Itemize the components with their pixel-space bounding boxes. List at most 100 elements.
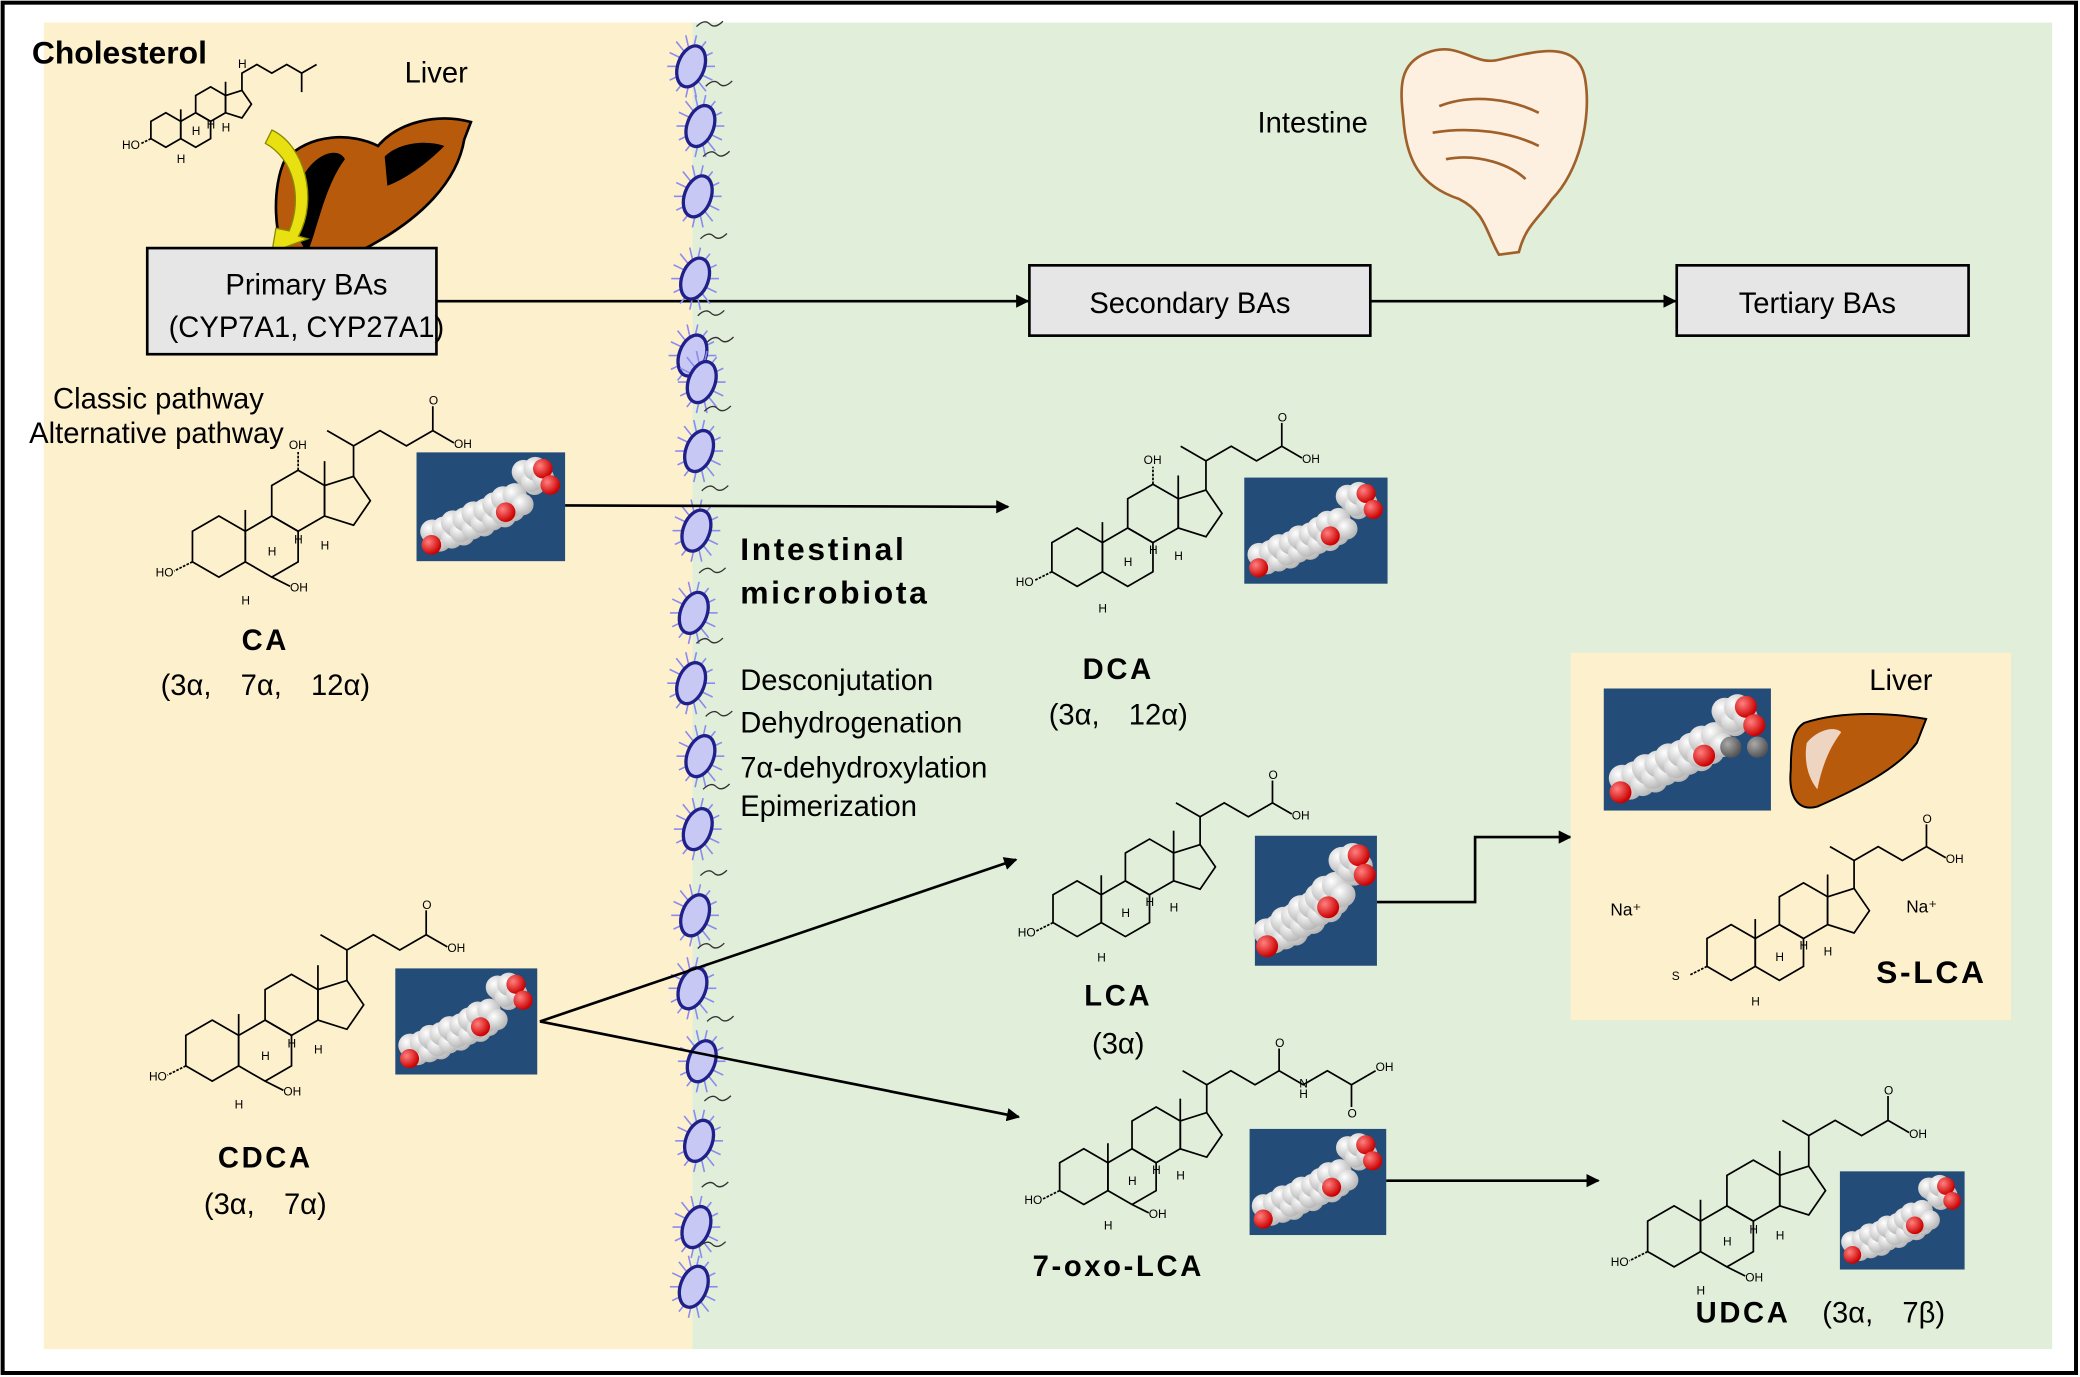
bacterium-body <box>682 428 716 474</box>
acid-bond <box>1887 1119 1910 1134</box>
hydrogen-label: H <box>1128 1174 1137 1188</box>
methyl-bond <box>1180 445 1207 462</box>
side-chain <box>1205 1069 1280 1113</box>
hydrogen-label: H <box>1174 549 1183 563</box>
oxygen-atom <box>1609 781 1632 804</box>
flagellum <box>678 111 690 119</box>
acid-oh: OH <box>1909 1127 1927 1141</box>
flagellum <box>712 389 724 397</box>
flagellum <box>684 100 694 111</box>
flagellum <box>697 698 707 709</box>
methyl-bond <box>1182 1070 1208 1086</box>
carbon-atom <box>1336 518 1358 540</box>
flagellum <box>683 425 693 436</box>
hydroxyl-label: OH <box>289 438 307 452</box>
carbonyl-o: O <box>1922 812 1931 826</box>
oxygen-atom <box>1943 1191 1961 1210</box>
hydroxyl-label: OH <box>283 1085 301 1099</box>
flagellum <box>674 516 687 523</box>
hydrogen-label: H <box>1098 602 1107 616</box>
hydrogen-label: H <box>1751 994 1760 1008</box>
oxygen-atom <box>1317 896 1340 919</box>
bacterium-body <box>679 256 712 301</box>
hydrogen-label: H <box>1104 1219 1113 1233</box>
bacterium-icon <box>673 783 731 861</box>
oxygen-atom <box>1363 1151 1383 1171</box>
lca-name: LCA <box>1084 981 1152 1013</box>
acid-bond <box>1272 802 1293 815</box>
bacterium-tail <box>705 80 733 87</box>
ca-space-filling-model <box>416 452 566 562</box>
flagellum <box>682 803 691 815</box>
flagellum <box>704 620 716 628</box>
flagellum <box>701 930 711 941</box>
flagellum <box>677 1126 689 1133</box>
amide-h: H <box>1299 1087 1308 1101</box>
hydrogen-label: H <box>192 124 201 138</box>
hydroxyl-bond <box>1042 1189 1061 1200</box>
hydrogen-label: H <box>222 121 231 135</box>
hydrogen-label: H <box>1146 895 1155 909</box>
hydrogen-label: H <box>1776 1228 1785 1242</box>
flagellum <box>690 1195 695 1208</box>
bacterium-tail <box>697 309 725 317</box>
flagellum <box>692 1109 698 1122</box>
ring-d <box>323 475 372 527</box>
methyl-bond <box>1781 1119 1810 1137</box>
flagellum <box>708 397 718 408</box>
flagellum <box>704 211 714 222</box>
glycine-chain <box>1278 1069 1352 1086</box>
hydrogen-label: H <box>235 1098 244 1112</box>
flagellum <box>686 1035 695 1047</box>
flagellum <box>673 900 685 908</box>
flagellum <box>679 889 689 901</box>
arrow-cdca-to-lca <box>539 857 1018 1023</box>
flagellum <box>678 1261 687 1272</box>
bacterium-body <box>682 1118 716 1163</box>
primary-bas-enzymes: (CYP7A1, CYP27A1) <box>169 312 445 344</box>
liver-label: Liver <box>405 57 469 89</box>
hydrogen-label: H <box>1775 950 1784 964</box>
bacterium-icon <box>669 567 727 645</box>
bacterium-tail <box>699 233 728 240</box>
flagellum <box>708 1076 718 1087</box>
flagellum <box>683 1115 693 1126</box>
flagellum <box>686 356 695 368</box>
side-chain <box>352 429 434 477</box>
acid-bond <box>432 429 455 444</box>
hydroxyl-bond <box>271 576 291 587</box>
flagellum <box>701 293 711 304</box>
bacterium-tail <box>702 150 731 158</box>
bacterium-body <box>675 44 708 89</box>
hydroxyl-label: OH <box>1745 1270 1763 1284</box>
flagellum <box>670 341 683 348</box>
intestine-label: Intestine <box>1258 108 1368 140</box>
flagellum <box>671 1272 684 1279</box>
bacterium-icon <box>671 233 728 310</box>
flagellum <box>669 51 681 59</box>
flagellum <box>682 170 691 182</box>
bacterium-icon <box>667 637 724 715</box>
intestine-icon <box>1400 48 1589 257</box>
ring-d <box>1177 489 1224 538</box>
flagellum <box>703 1242 712 1253</box>
flagellum <box>705 466 715 477</box>
oxygen-atom <box>533 458 553 479</box>
flagellum <box>702 775 707 788</box>
hydroxyl-label: OH <box>1144 453 1162 467</box>
ring-d <box>317 979 365 1031</box>
carbon-atom <box>486 1008 508 1031</box>
flagellum <box>695 350 700 363</box>
sodium-atom <box>1720 736 1742 758</box>
bacterium-icon <box>673 150 731 228</box>
oxygen-atom <box>1743 714 1766 737</box>
bacterium-icon <box>672 1181 729 1259</box>
flagellum <box>701 691 713 698</box>
flagellum <box>675 657 685 669</box>
oxygen-atom <box>1693 744 1716 767</box>
hydrogen-label: H <box>1149 543 1158 557</box>
bacterium-body <box>681 807 714 852</box>
bacterium-body <box>684 734 717 779</box>
ring-d <box>1826 887 1871 934</box>
